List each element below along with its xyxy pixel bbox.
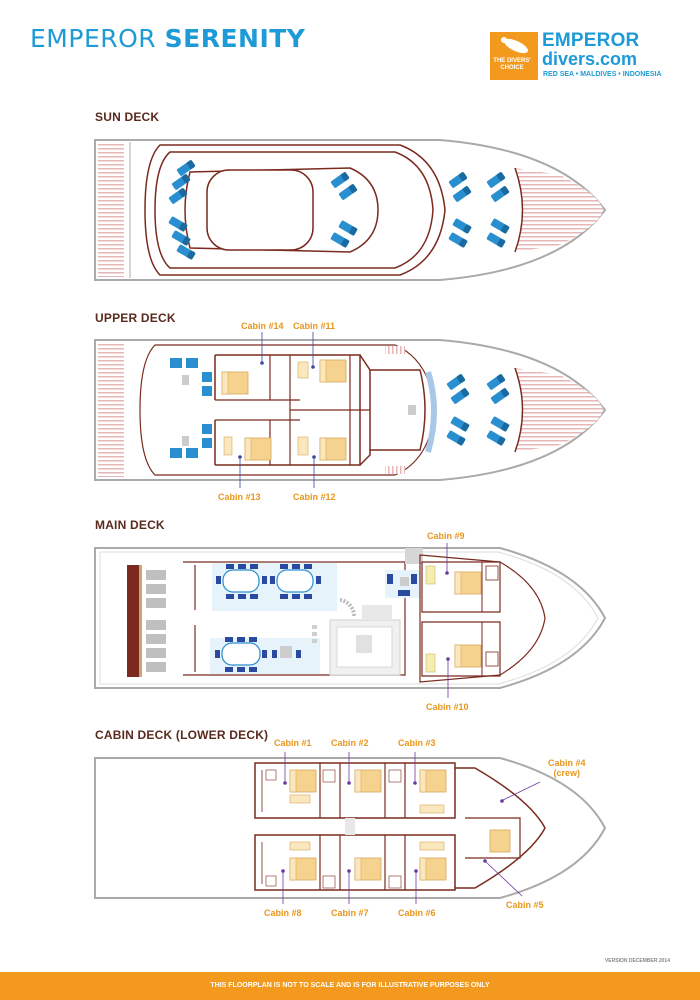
footer-disclaimer: THIS FLOORPLAN IS NOT TO SCALE AND IS FO… [210,982,490,989]
cabin-14-label: Cabin #14 [241,321,284,331]
cabin-13-label: Cabin #13 [218,492,261,502]
cabin-8-label: Cabin #8 [264,908,302,918]
cabin-12-label: Cabin #12 [293,492,336,502]
cabin-deck-plan [94,752,607,904]
cabin-1-label: Cabin #1 [274,738,312,748]
page-title: EMPEROR SERENITY [30,24,305,53]
footer-bar: THIS FLOORPLAN IS NOT TO SCALE AND IS FO… [0,972,700,1000]
cabin-5-label: Cabin #5 [506,900,544,910]
cabin-6-label: Cabin #6 [398,908,436,918]
main-deck-plan [94,543,607,698]
sun-deck-plan [94,139,607,281]
cabin-deck-title: CABIN DECK (LOWER DECK) [95,728,269,742]
cabin-4-label: Cabin #4 (crew) [548,758,586,778]
cabin-10-label: Cabin #10 [426,702,469,712]
version-note: VERSION DECEMBER 2014 [604,958,670,964]
logo-site: divers.com [542,49,638,69]
cabin-9-label: Cabin #9 [427,531,465,541]
logo-tagline: RED SEA • MALDIVES • INDONESIA [543,71,662,78]
logo-badge: THE DIVERS' CHOICE [490,32,538,80]
cabin-7-label: Cabin #7 [331,908,369,918]
cabin-3-label: Cabin #3 [398,738,436,748]
upper-deck-plan [94,332,607,488]
upper-deck-title: UPPER DECK [95,311,176,325]
emperor-divers-logo[interactable]: THE DIVERS' CHOICE EMPEROR divers.com RE… [490,30,670,82]
cabin-4-note: (crew) [553,768,581,778]
logo-brand: EMPEROR [542,30,640,51]
title-bold: SERENITY [164,24,306,53]
cabin-11-label: Cabin #11 [293,321,336,331]
badge-text: THE DIVERS' CHOICE [493,58,531,71]
cabin-4-name: Cabin #4 [548,758,586,768]
title-light: EMPEROR [30,24,157,53]
cabin-2-label: Cabin #2 [331,738,369,748]
sun-deck-title: SUN DECK [95,110,160,124]
main-deck-title: MAIN DECK [95,518,165,532]
diver-icon [501,37,528,54]
